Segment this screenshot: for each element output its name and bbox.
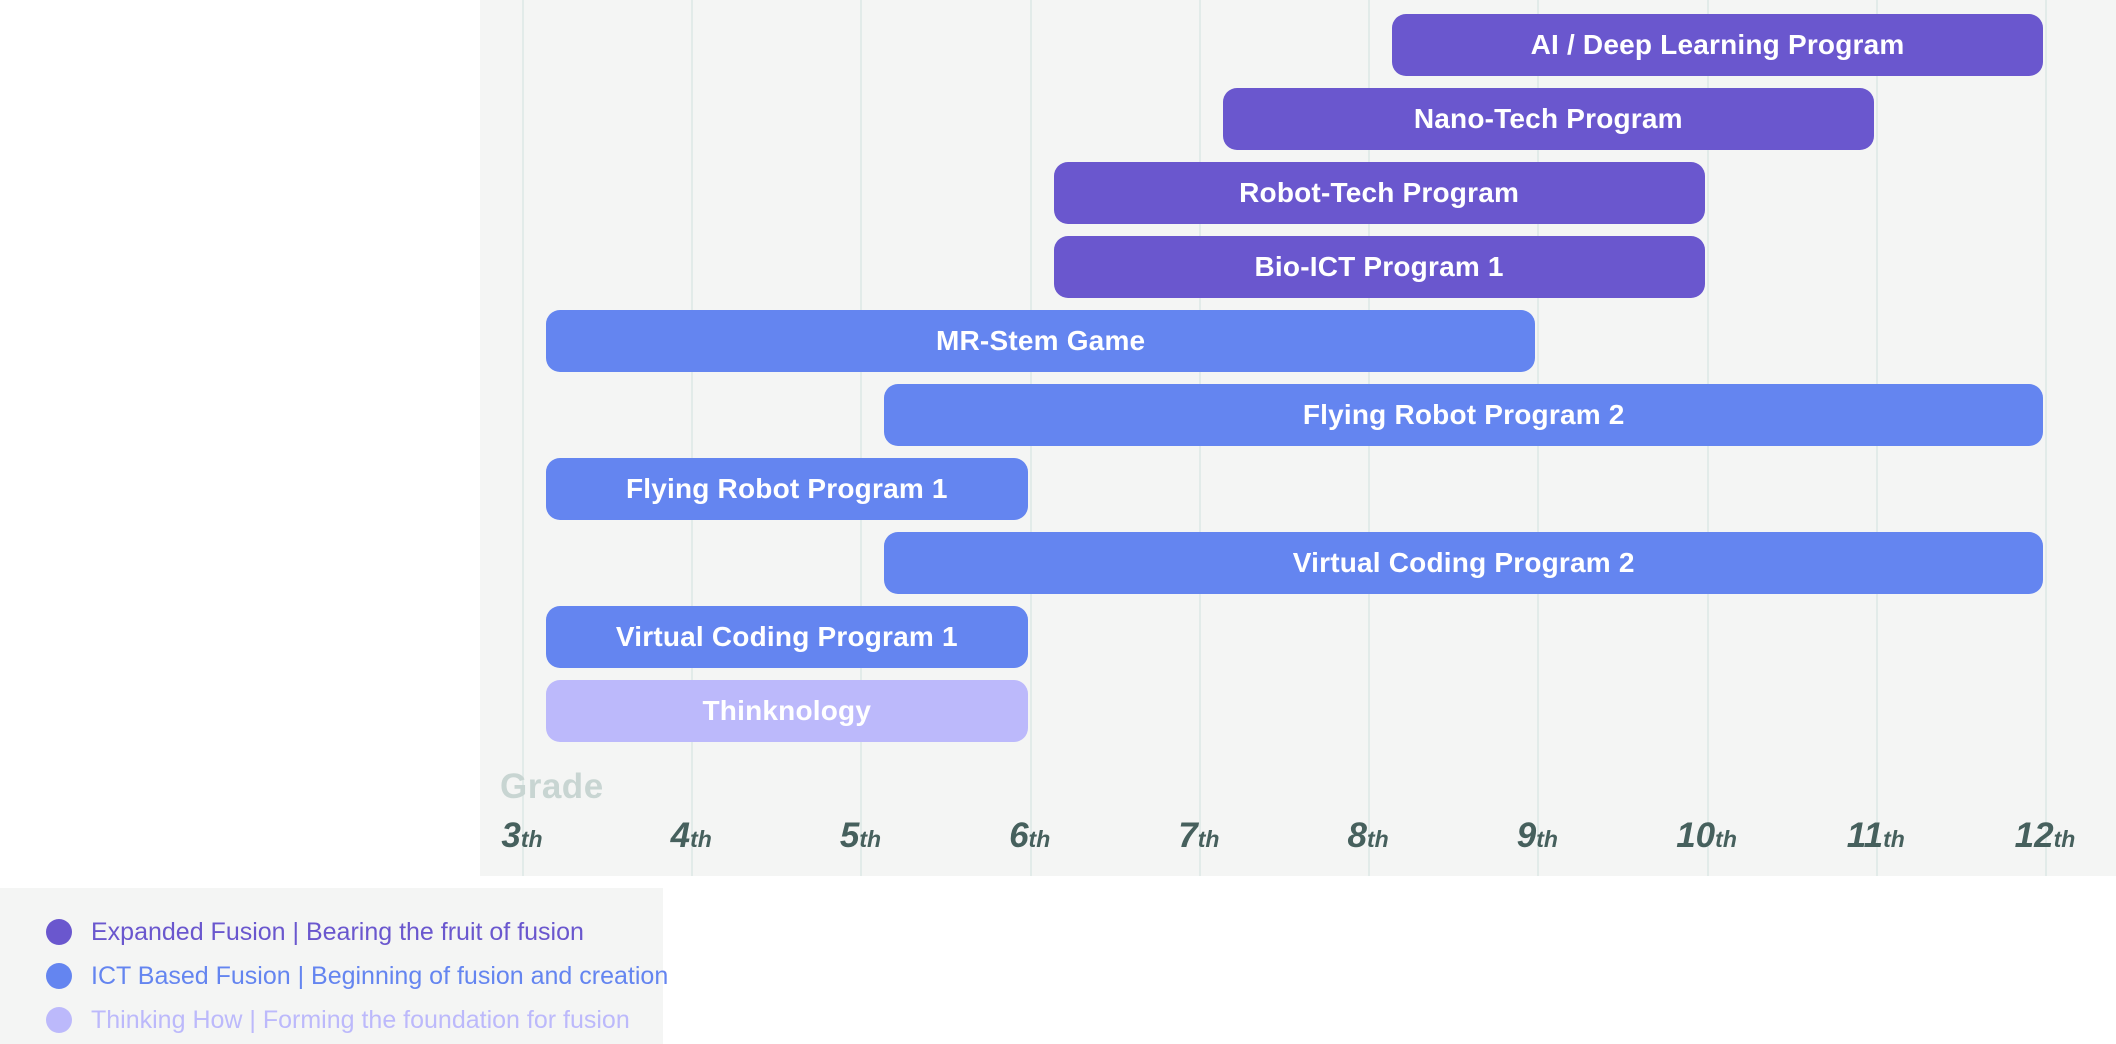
- gantt-bar-label: Bio-ICT Program 1: [1254, 251, 1504, 282]
- tick-suffix: th: [859, 826, 882, 852]
- x-axis-title: Grade: [500, 767, 604, 806]
- legend-item-label: Expanded Fusion | Bearing the fruit of f…: [91, 917, 584, 946]
- tick-suffix: th: [690, 826, 712, 852]
- gantt-bar-label: MR-Stem Game: [935, 325, 1146, 356]
- gantt-bar-label: Nano-Tech Program: [1413, 103, 1683, 134]
- tick-number: 12: [2014, 816, 2054, 855]
- chart-legend: Expanded Fusion | Bearing the fruit of f…: [0, 888, 668, 1044]
- gantt-bar-label: Virtual Coding Program 1: [615, 621, 958, 652]
- tick-suffix: th: [1883, 826, 1905, 852]
- gantt-bar[interactable]: AI / Deep Learning Program: [1392, 14, 2043, 76]
- legend-item-expanded[interactable]: Expanded Fusion | Bearing the fruit of f…: [46, 910, 663, 954]
- gantt-bar[interactable]: Bio-ICT Program 1: [1053, 236, 1705, 298]
- x-axis-tick-7: 7th: [1178, 816, 1219, 856]
- tick-suffix: th: [1366, 826, 1389, 852]
- tick-number: 8: [1347, 816, 1367, 855]
- gantt-bar[interactable]: Virtual Coding Program 2: [884, 532, 2043, 594]
- tick-number: 6: [1009, 816, 1029, 855]
- legend-item-ict[interactable]: ICT Based Fusion | Beginning of fusion a…: [46, 954, 668, 998]
- tick-number: 7: [1178, 816, 1198, 855]
- gantt-bar-label: Flying Robot Program 2: [1302, 399, 1625, 430]
- gantt-bar-label: Flying Robot Program 1: [625, 473, 948, 504]
- x-axis-tick-3: 3th: [501, 816, 542, 856]
- legend-swatch-icon: [46, 1007, 72, 1033]
- tick-number: 5: [839, 816, 860, 855]
- tick-number: 9: [1516, 816, 1537, 855]
- gantt-bar[interactable]: Nano-Tech Program: [1222, 88, 1874, 150]
- legend-item-label: Thinking How | Forming the foundation fo…: [91, 1005, 630, 1034]
- tick-number: 11: [1846, 816, 1884, 855]
- gantt-bar-label: AI / Deep Learning Program: [1530, 29, 1905, 60]
- x-axis-tick-6: 6th: [1009, 816, 1050, 856]
- x-axis-tick-11: 11th: [1847, 816, 1905, 856]
- x-axis-tick-8: 8th: [1348, 816, 1389, 856]
- x-axis-tick-9: 9th: [1517, 816, 1558, 856]
- tick-suffix: th: [2053, 826, 2076, 852]
- gantt-bar-label: Virtual Coding Program 2: [1292, 547, 1635, 578]
- legend-swatch-icon: [46, 919, 72, 945]
- gantt-bar-label: Thinknology: [702, 695, 872, 726]
- tick-number: 10: [1676, 816, 1716, 855]
- gantt-bar[interactable]: Flying Robot Program 2: [884, 384, 2043, 446]
- gantt-bar[interactable]: Flying Robot Program 1: [546, 458, 1028, 520]
- tick-suffix: th: [1028, 826, 1051, 852]
- x-axis-tick-5: 5th: [840, 816, 881, 856]
- legend-swatch-icon: [46, 963, 72, 989]
- tick-number: 4: [670, 816, 691, 855]
- gantt-bar[interactable]: Robot-Tech Program: [1053, 162, 1705, 224]
- tick-suffix: th: [1197, 826, 1220, 852]
- tick-suffix: th: [1715, 826, 1737, 852]
- tick-suffix: th: [1536, 826, 1558, 852]
- x-axis-tick-4: 4th: [671, 816, 712, 856]
- x-axis-tick-12: 12th: [2015, 816, 2076, 856]
- legend-item-thinking[interactable]: Thinking How | Forming the foundation fo…: [46, 998, 663, 1042]
- gantt-bar[interactable]: Virtual Coding Program 1: [546, 606, 1028, 668]
- gantt-bar[interactable]: MR-Stem Game: [546, 310, 1536, 372]
- tick-suffix: th: [520, 826, 543, 852]
- legend-item-label: ICT Based Fusion | Beginning of fusion a…: [91, 961, 669, 990]
- tick-number: 3: [501, 816, 521, 855]
- gantt-bar[interactable]: Thinknology: [546, 680, 1028, 742]
- x-axis-tick-10: 10th: [1676, 816, 1737, 856]
- gantt-bar-label: Robot-Tech Program: [1239, 177, 1520, 208]
